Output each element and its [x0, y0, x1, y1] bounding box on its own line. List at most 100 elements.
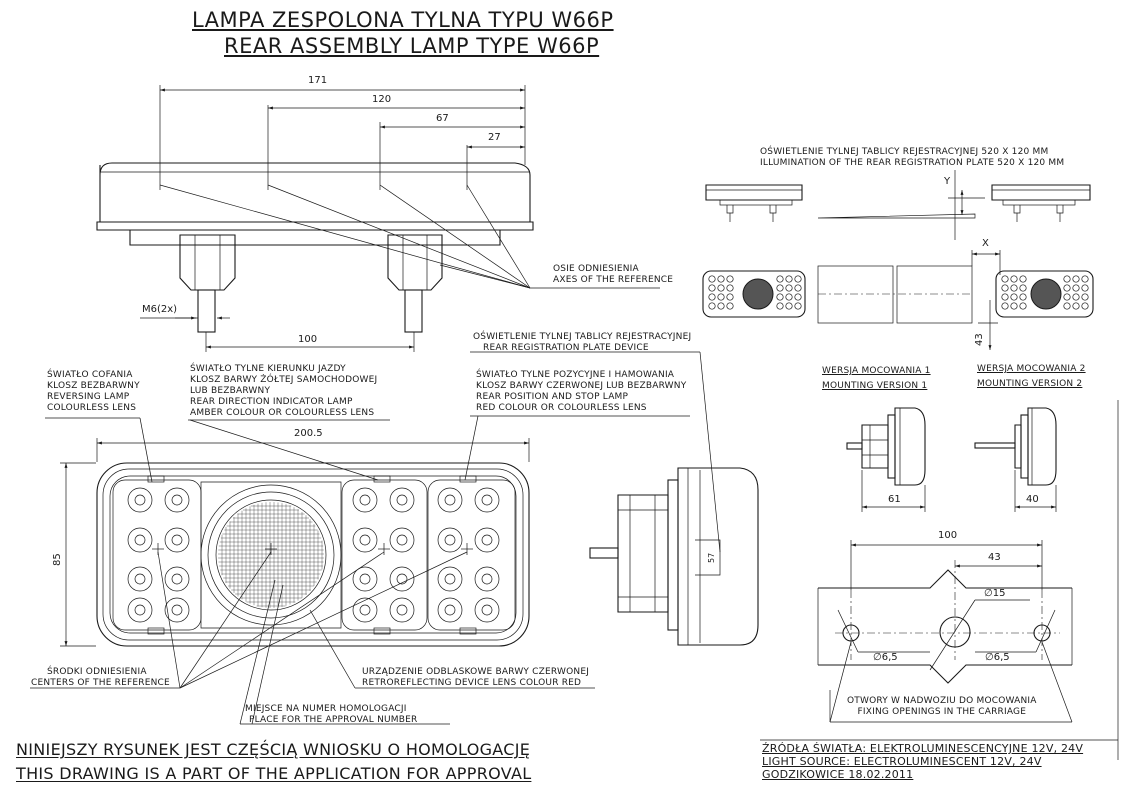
dim-67: 67	[436, 113, 449, 124]
led-grid	[127, 487, 500, 623]
mini-led	[1001, 284, 1009, 292]
mini-led	[708, 275, 716, 283]
led-core	[134, 604, 146, 616]
led-lens	[437, 597, 463, 623]
x-label: X	[982, 238, 989, 249]
mini-led	[785, 284, 793, 292]
mini-led	[708, 302, 716, 310]
led-lens	[389, 566, 415, 592]
led-lens	[437, 566, 463, 592]
led-core	[396, 534, 408, 546]
mini-led	[1063, 293, 1071, 301]
mini-led	[1081, 293, 1089, 301]
mini-led	[1010, 293, 1018, 301]
drawing-frame	[760, 400, 1119, 760]
mini-led	[1063, 302, 1071, 310]
mini-led	[717, 275, 725, 283]
mini-led	[1081, 275, 1089, 283]
led-lens	[474, 566, 500, 592]
mini-led	[794, 302, 802, 310]
led-lens	[389, 597, 415, 623]
led-lens	[127, 566, 153, 592]
led-core	[171, 534, 183, 546]
dim-85: 85	[52, 553, 63, 566]
title-polish: LAMPA ZESPOLONA TYLNA TYPU W66P	[192, 8, 614, 32]
footer-english: THIS DRAWING IS A PART OF THE APPLICATIO…	[16, 764, 532, 783]
led-core	[359, 494, 371, 506]
led-core	[134, 573, 146, 585]
led-core	[444, 604, 456, 616]
mini-led	[1072, 284, 1080, 292]
led-core	[171, 604, 183, 616]
led-lens	[127, 487, 153, 513]
led-core	[359, 604, 371, 616]
led-core	[171, 573, 183, 585]
led-lens	[352, 597, 378, 623]
led-lens	[352, 566, 378, 592]
dim-diameter-15: ∅15	[984, 588, 1006, 599]
led-lens	[389, 487, 415, 513]
mini-led	[1010, 302, 1018, 310]
mini-led	[794, 293, 802, 301]
mini-led	[794, 284, 802, 292]
light-source-polish: ŹRÓDŁA ŚWIATŁA: ELEKTROLUMINESCENCYJNE 1…	[762, 742, 1084, 755]
led-core	[481, 494, 493, 506]
led-core	[134, 534, 146, 546]
led-core	[359, 534, 371, 546]
mini-led	[776, 302, 784, 310]
retroreflector-hatch	[218, 502, 324, 608]
led-lens	[474, 597, 500, 623]
mini-led	[1019, 275, 1027, 283]
mini-led	[708, 284, 716, 292]
led-core	[444, 534, 456, 546]
led-lens	[127, 597, 153, 623]
mini-led	[1019, 302, 1027, 310]
dim-43-plate: 43	[974, 333, 985, 346]
mini-led	[785, 275, 793, 283]
led-lens	[164, 487, 190, 513]
fixing-openings	[817, 540, 1073, 723]
mini-led	[1063, 284, 1071, 292]
plate-illumination-views	[702, 170, 1094, 350]
mini-led	[776, 293, 784, 301]
mini-led	[1072, 302, 1080, 310]
led-core	[444, 494, 456, 506]
side-view-lamp: 57	[589, 467, 759, 646]
mini-led	[726, 275, 734, 283]
led-lens	[127, 527, 153, 553]
led-lens	[164, 597, 190, 623]
title-english: REAR ASSEMBLY LAMP TYPE W66P	[224, 34, 600, 58]
dim-m6: M6(2x)	[142, 304, 178, 315]
light-source-english: LIGHT SOURCE: ELECTROLUMINESCENT 12V, 24…	[762, 755, 1042, 768]
mini-led	[1072, 275, 1080, 283]
mini-led	[1081, 302, 1089, 310]
footer-polish: NINIEJSZY RYSUNEK JEST CZĘŚCIĄ WNIOSKU O…	[16, 740, 531, 759]
led-lens	[352, 527, 378, 553]
mini-led	[1001, 302, 1009, 310]
led-core	[481, 534, 493, 546]
dim-43-fixing: 43	[988, 552, 1001, 563]
led-core	[171, 494, 183, 506]
led-lens	[474, 527, 500, 553]
mini-led	[785, 293, 793, 301]
led-lens	[474, 487, 500, 513]
led-core	[444, 573, 456, 585]
led-lens	[164, 527, 190, 553]
dim-120: 120	[372, 94, 392, 105]
y-label: Y	[944, 176, 951, 187]
mini-led	[717, 284, 725, 292]
svg-text:57: 57	[707, 553, 716, 563]
led-lens	[164, 566, 190, 592]
led-core	[134, 494, 146, 506]
mini-led	[1019, 284, 1027, 292]
